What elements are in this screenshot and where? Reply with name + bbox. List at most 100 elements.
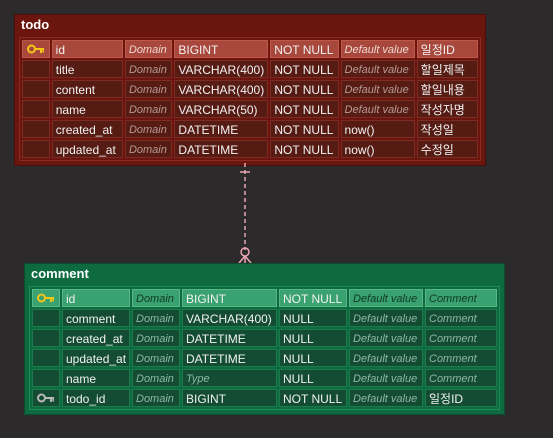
column-comment: Comment (425, 369, 497, 387)
column-list: id Domain BIGINT NOT NULL Default value … (29, 286, 500, 410)
column-type: BIGINT (182, 389, 277, 407)
column-default: Default value (340, 40, 415, 58)
column-default: Default value (349, 309, 423, 327)
column-name: comment (62, 309, 130, 327)
column-comment: Comment (425, 289, 497, 307)
column-comment: 작성자명 (416, 100, 478, 118)
column-comment: 할일내용 (416, 80, 478, 98)
column-domain: Domain (132, 309, 180, 327)
column-nullable: NOT NULL (270, 140, 339, 158)
column-domain: Domain (132, 369, 180, 387)
column-nullable: NOT NULL (279, 289, 347, 307)
column-default: Default value (349, 369, 423, 387)
column-row[interactable]: id Domain BIGINT NOT NULL Default value … (32, 289, 497, 307)
foreign-key-icon (32, 389, 60, 407)
column-domain: Domain (124, 60, 173, 78)
column-row[interactable]: updated_at Domain DATETIME NOT NULL now(… (22, 140, 478, 158)
column-type: VARCHAR(400) (182, 309, 277, 327)
column-default: Default value (340, 80, 415, 98)
column-name: updated_at (62, 349, 130, 367)
column-comment: 일정ID (416, 40, 478, 58)
column-domain: Domain (124, 120, 173, 138)
column-nullable: NOT NULL (270, 60, 339, 78)
column-name: updated_at (51, 140, 123, 158)
column-comment: Comment (425, 309, 497, 327)
column-list: id Domain BIGINT NOT NULL Default value … (19, 37, 481, 161)
key-icon-cell (32, 329, 60, 347)
column-type: DATETIME (182, 329, 277, 347)
column-domain: Domain (124, 140, 173, 158)
column-default: now() (340, 140, 415, 158)
column-domain: Domain (132, 349, 180, 367)
column-nullable: NULL (279, 369, 347, 387)
column-name: name (51, 100, 123, 118)
column-nullable: NULL (279, 309, 347, 327)
column-comment: Comment (425, 349, 497, 367)
entity-comment[interactable]: comment id Domain BIGINT NOT NULL Defaul… (24, 263, 505, 415)
column-comment: 일정ID (425, 389, 497, 407)
column-row[interactable]: todo_id Domain BIGINT NOT NULL Default v… (32, 389, 497, 407)
column-row[interactable]: id Domain BIGINT NOT NULL Default value … (22, 40, 478, 58)
key-icon-cell (32, 309, 60, 327)
column-nullable: NOT NULL (270, 40, 339, 58)
column-type: BIGINT (174, 40, 269, 58)
column-nullable: NOT NULL (270, 100, 339, 118)
column-domain: Domain (132, 329, 180, 347)
entity-title: comment (31, 266, 89, 281)
column-type: VARCHAR(400) (174, 60, 269, 78)
key-icon-cell (22, 120, 50, 138)
column-comment: 할일제목 (416, 60, 478, 78)
primary-key-icon (22, 40, 50, 58)
column-name: id (51, 40, 123, 58)
column-row[interactable]: content Domain VARCHAR(400) NOT NULL Def… (22, 80, 478, 98)
entity-title: todo (21, 17, 50, 32)
column-nullable: NOT NULL (279, 389, 347, 407)
entity-todo[interactable]: todo id Domain BIGINT NOT NULL Default v… (14, 14, 486, 166)
column-nullable: NOT NULL (270, 120, 339, 138)
column-comment: 작성일 (416, 120, 478, 138)
column-type: DATETIME (182, 349, 277, 367)
column-row[interactable]: name Domain Type NULL Default value Comm… (32, 369, 497, 387)
column-row[interactable]: updated_at Domain DATETIME NULL Default … (32, 349, 497, 367)
key-icon-cell (22, 60, 50, 78)
key-icon-cell (32, 369, 60, 387)
column-domain: Domain (124, 100, 173, 118)
column-nullable: NULL (279, 329, 347, 347)
crowfoot-right-icon (244, 255, 252, 264)
column-default: Default value (349, 349, 423, 367)
column-default: Default value (340, 60, 415, 78)
key-icon-cell (22, 140, 50, 158)
crowfoot-left-icon (238, 255, 246, 264)
column-row[interactable]: name Domain VARCHAR(50) NOT NULL Default… (22, 100, 478, 118)
column-type: Type (182, 369, 277, 387)
column-type: BIGINT (182, 289, 277, 307)
column-name: content (51, 80, 123, 98)
column-domain: Domain (124, 80, 173, 98)
column-name: id (62, 289, 130, 307)
column-type: VARCHAR(400) (174, 80, 269, 98)
key-icon-cell (22, 100, 50, 118)
column-default: Default value (349, 389, 423, 407)
key-icon-cell (22, 80, 50, 98)
column-default: now() (340, 120, 415, 138)
column-domain: Domain (124, 40, 173, 58)
column-row[interactable]: comment Domain VARCHAR(400) NULL Default… (32, 309, 497, 327)
column-nullable: NOT NULL (270, 80, 339, 98)
column-nullable: NULL (279, 349, 347, 367)
column-row[interactable]: created_at Domain DATETIME NOT NULL now(… (22, 120, 478, 138)
column-name: name (62, 369, 130, 387)
column-row[interactable]: title Domain VARCHAR(400) NOT NULL Defau… (22, 60, 478, 78)
column-domain: Domain (132, 289, 180, 307)
column-name: created_at (51, 120, 123, 138)
column-type: DATETIME (174, 120, 269, 138)
column-default: Default value (349, 289, 423, 307)
column-comment: Comment (425, 329, 497, 347)
primary-key-icon (32, 289, 60, 307)
column-default: Default value (349, 329, 423, 347)
column-row[interactable]: created_at Domain DATETIME NULL Default … (32, 329, 497, 347)
column-type: DATETIME (174, 140, 269, 158)
column-name: title (51, 60, 123, 78)
key-icon-cell (32, 349, 60, 367)
column-name: todo_id (62, 389, 130, 407)
